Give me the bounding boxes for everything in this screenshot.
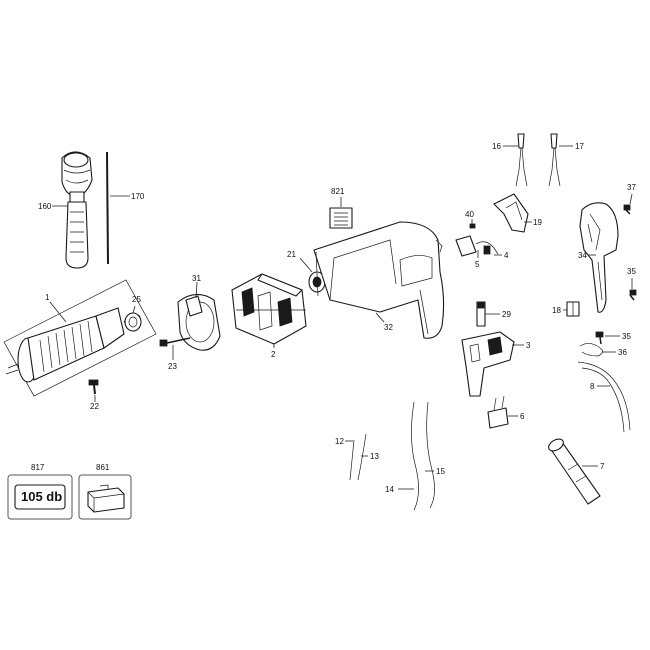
part-label-3: 3 bbox=[526, 341, 531, 350]
part-label-8: 8 bbox=[590, 382, 595, 391]
cord-protector-7 bbox=[548, 438, 601, 505]
part-label-23: 23 bbox=[168, 362, 177, 371]
part-label-32: 32 bbox=[384, 323, 393, 332]
part-label-18: 18 bbox=[552, 306, 561, 315]
part-label-31: 31 bbox=[192, 274, 201, 283]
part-label-13: 13 bbox=[370, 452, 379, 461]
brush-lead-16 bbox=[515, 133, 528, 187]
part-label-22: 22 bbox=[90, 402, 99, 411]
leader-32 bbox=[375, 312, 385, 323]
wire-12 bbox=[349, 439, 355, 481]
brush-6 bbox=[487, 395, 509, 429]
switch-assembly-4 bbox=[455, 235, 499, 257]
part-label-35-upper: 35 bbox=[627, 267, 636, 276]
baffle-31 bbox=[177, 293, 221, 351]
switch-actuator-29 bbox=[476, 301, 486, 327]
part-label-2: 2 bbox=[271, 350, 276, 359]
side-handle-160 bbox=[61, 151, 93, 269]
part-label-12: 12 bbox=[335, 437, 344, 446]
part-18 bbox=[566, 301, 580, 317]
part-label-35-lower: 35 bbox=[622, 332, 631, 341]
wire-13 bbox=[357, 433, 367, 481]
leader-31 bbox=[195, 281, 198, 299]
handle-cover-34 bbox=[579, 202, 619, 313]
power-cord-8 bbox=[577, 361, 631, 433]
part-label-861: 861 bbox=[96, 463, 110, 472]
screw-35-lower bbox=[595, 331, 604, 345]
part-label-4: 4 bbox=[504, 251, 509, 260]
noise-label-text: 105 db bbox=[21, 489, 62, 504]
part-label-37: 37 bbox=[627, 183, 636, 192]
part-label-14: 14 bbox=[385, 485, 394, 494]
part-label-36: 36 bbox=[618, 348, 627, 357]
clamp-36 bbox=[579, 343, 603, 357]
part-label-29: 29 bbox=[502, 310, 511, 319]
part-label-16: 16 bbox=[492, 142, 501, 151]
field-stator-2 bbox=[231, 273, 307, 345]
screw-40 bbox=[469, 223, 476, 229]
brush-holder-19 bbox=[493, 193, 529, 233]
switch-3 bbox=[461, 331, 515, 397]
part-label-19: 19 bbox=[533, 218, 542, 227]
leader-21 bbox=[299, 257, 313, 273]
leader-37 bbox=[629, 193, 633, 205]
screw-23 bbox=[159, 337, 191, 347]
leader-25 bbox=[132, 305, 136, 314]
screw-35-upper bbox=[629, 289, 637, 301]
label-plate-821 bbox=[329, 207, 353, 229]
wire-14 bbox=[411, 401, 419, 511]
noise-label-plate bbox=[14, 484, 66, 510]
part-label-7: 7 bbox=[600, 462, 605, 471]
part-label-40: 40 bbox=[465, 210, 474, 219]
part-label-34: 34 bbox=[578, 251, 587, 260]
part-label-6: 6 bbox=[520, 412, 525, 421]
brush-lead-17 bbox=[548, 133, 561, 187]
housing-32 bbox=[313, 221, 445, 339]
part-label-17: 17 bbox=[575, 142, 584, 151]
screw-22 bbox=[88, 379, 99, 395]
bearing-25 bbox=[124, 312, 142, 332]
leader-1 bbox=[49, 301, 67, 323]
part-label-21: 21 bbox=[287, 250, 296, 259]
kit-case-861 bbox=[87, 484, 125, 513]
part-label-5: 5 bbox=[475, 260, 480, 269]
depth-rod-170 bbox=[106, 151, 109, 265]
part-label-15: 15 bbox=[436, 467, 445, 476]
part-label-170: 170 bbox=[131, 192, 145, 201]
part-label-817: 817 bbox=[31, 463, 45, 472]
part-label-160: 160 bbox=[38, 202, 52, 211]
part-label-1: 1 bbox=[45, 293, 50, 302]
screw-37 bbox=[623, 204, 631, 215]
wire-15 bbox=[426, 401, 435, 509]
part-label-25: 25 bbox=[132, 295, 141, 304]
part-label-821: 821 bbox=[331, 187, 345, 196]
